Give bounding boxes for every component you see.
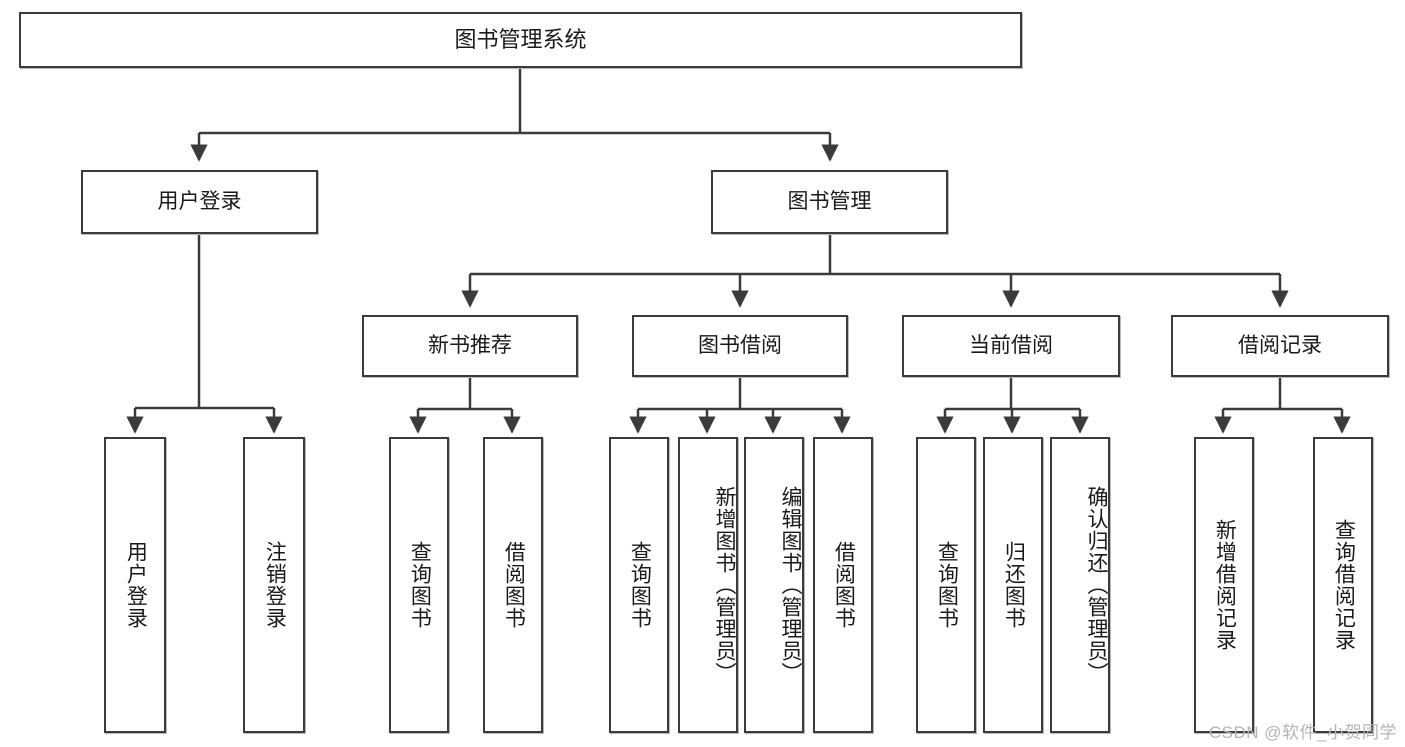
node-book-management[interactable]: 图书管理 bbox=[711, 170, 948, 234]
node-book-borrow[interactable]: 图书借阅 bbox=[632, 315, 848, 377]
leaf-book-borrow-query-book[interactable]: 查询图书 bbox=[609, 437, 669, 733]
leaf-borrow-record-add-record[interactable]: 新增借阅记录 bbox=[1194, 437, 1254, 733]
leaf-new-book-query-book[interactable]: 查询图书 bbox=[389, 437, 449, 733]
leaf-book-borrow-borrow-book[interactable]: 借阅图书 bbox=[813, 437, 873, 733]
leaf-user-login-signin[interactable]: 用户登录 bbox=[104, 437, 166, 733]
node-user-login[interactable]: 用户登录 bbox=[81, 170, 318, 234]
node-borrow-record[interactable]: 借阅记录 bbox=[1171, 315, 1389, 377]
watermark-text: CSDN @软件_小贺同学 bbox=[1208, 723, 1397, 742]
node-root-system[interactable]: 图书管理系统 bbox=[19, 12, 1022, 68]
leaf-borrow-record-query-record[interactable]: 查询借阅记录 bbox=[1313, 437, 1373, 733]
leaf-current-borrow-return-book[interactable]: 归还图书 bbox=[983, 437, 1043, 733]
leaf-book-borrow-add-book-admin[interactable]: 新增图书（管理员） bbox=[678, 437, 738, 733]
node-new-book-recommend[interactable]: 新书推荐 bbox=[362, 315, 578, 377]
leaf-user-login-signout[interactable]: 注销登录 bbox=[243, 437, 305, 733]
leaf-book-borrow-edit-book-admin[interactable]: 编辑图书（管理员） bbox=[744, 437, 804, 733]
leaf-new-book-borrow-book[interactable]: 借阅图书 bbox=[483, 437, 543, 733]
leaf-current-borrow-confirm-return-admin[interactable]: 确认归还（管理员） bbox=[1050, 437, 1110, 733]
node-current-borrow[interactable]: 当前借阅 bbox=[902, 315, 1120, 377]
leaf-current-borrow-query-book[interactable]: 查询图书 bbox=[916, 437, 976, 733]
